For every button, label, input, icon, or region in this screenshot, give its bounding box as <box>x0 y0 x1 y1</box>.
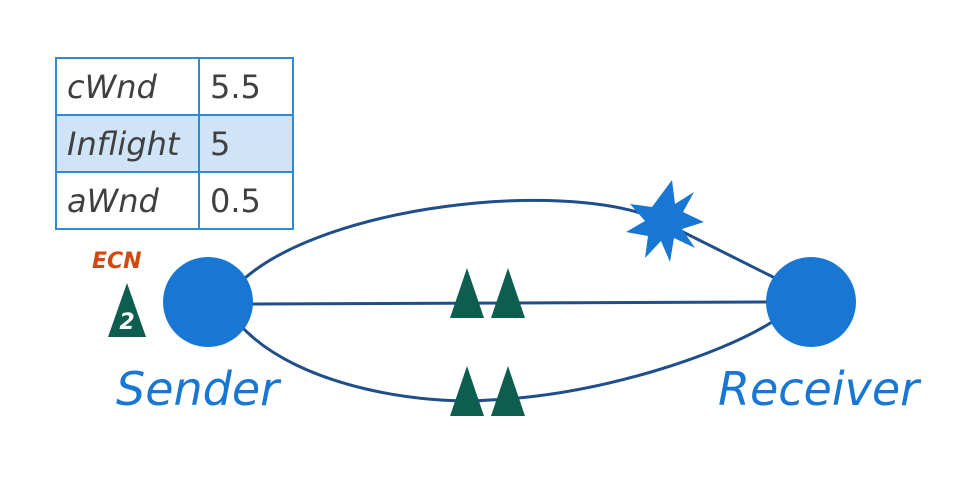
ecn-label: ECN <box>92 249 142 274</box>
receiver-label: Receiver <box>718 362 920 416</box>
sender-node <box>163 257 253 347</box>
packet-icon <box>450 268 484 318</box>
row-value: 5.5 <box>198 57 294 116</box>
row-key: cWnd <box>55 57 200 116</box>
table-row: cWnd 5.5 <box>55 57 294 116</box>
link-bottom <box>238 320 773 403</box>
row-value: 5 <box>198 114 294 173</box>
window-table: cWnd 5.5 Inflight 5 aWnd 0.5 <box>55 57 294 230</box>
row-value: 0.5 <box>198 171 294 230</box>
row-key: Inflight <box>55 114 200 173</box>
table-row: aWnd 0.5 <box>55 171 294 230</box>
link-top <box>244 198 776 280</box>
sender-label: Sender <box>116 362 280 416</box>
ecn-packet-icon <box>108 283 146 337</box>
ecn-count: 2 <box>119 310 134 335</box>
packet-icon <box>491 268 525 318</box>
receiver-node <box>766 257 856 347</box>
row-key: aWnd <box>55 171 200 230</box>
packet-icon <box>450 366 484 416</box>
packet-icon <box>491 366 525 416</box>
packet-loss-burst-icon <box>626 180 704 262</box>
table-row: Inflight 5 <box>55 114 294 173</box>
